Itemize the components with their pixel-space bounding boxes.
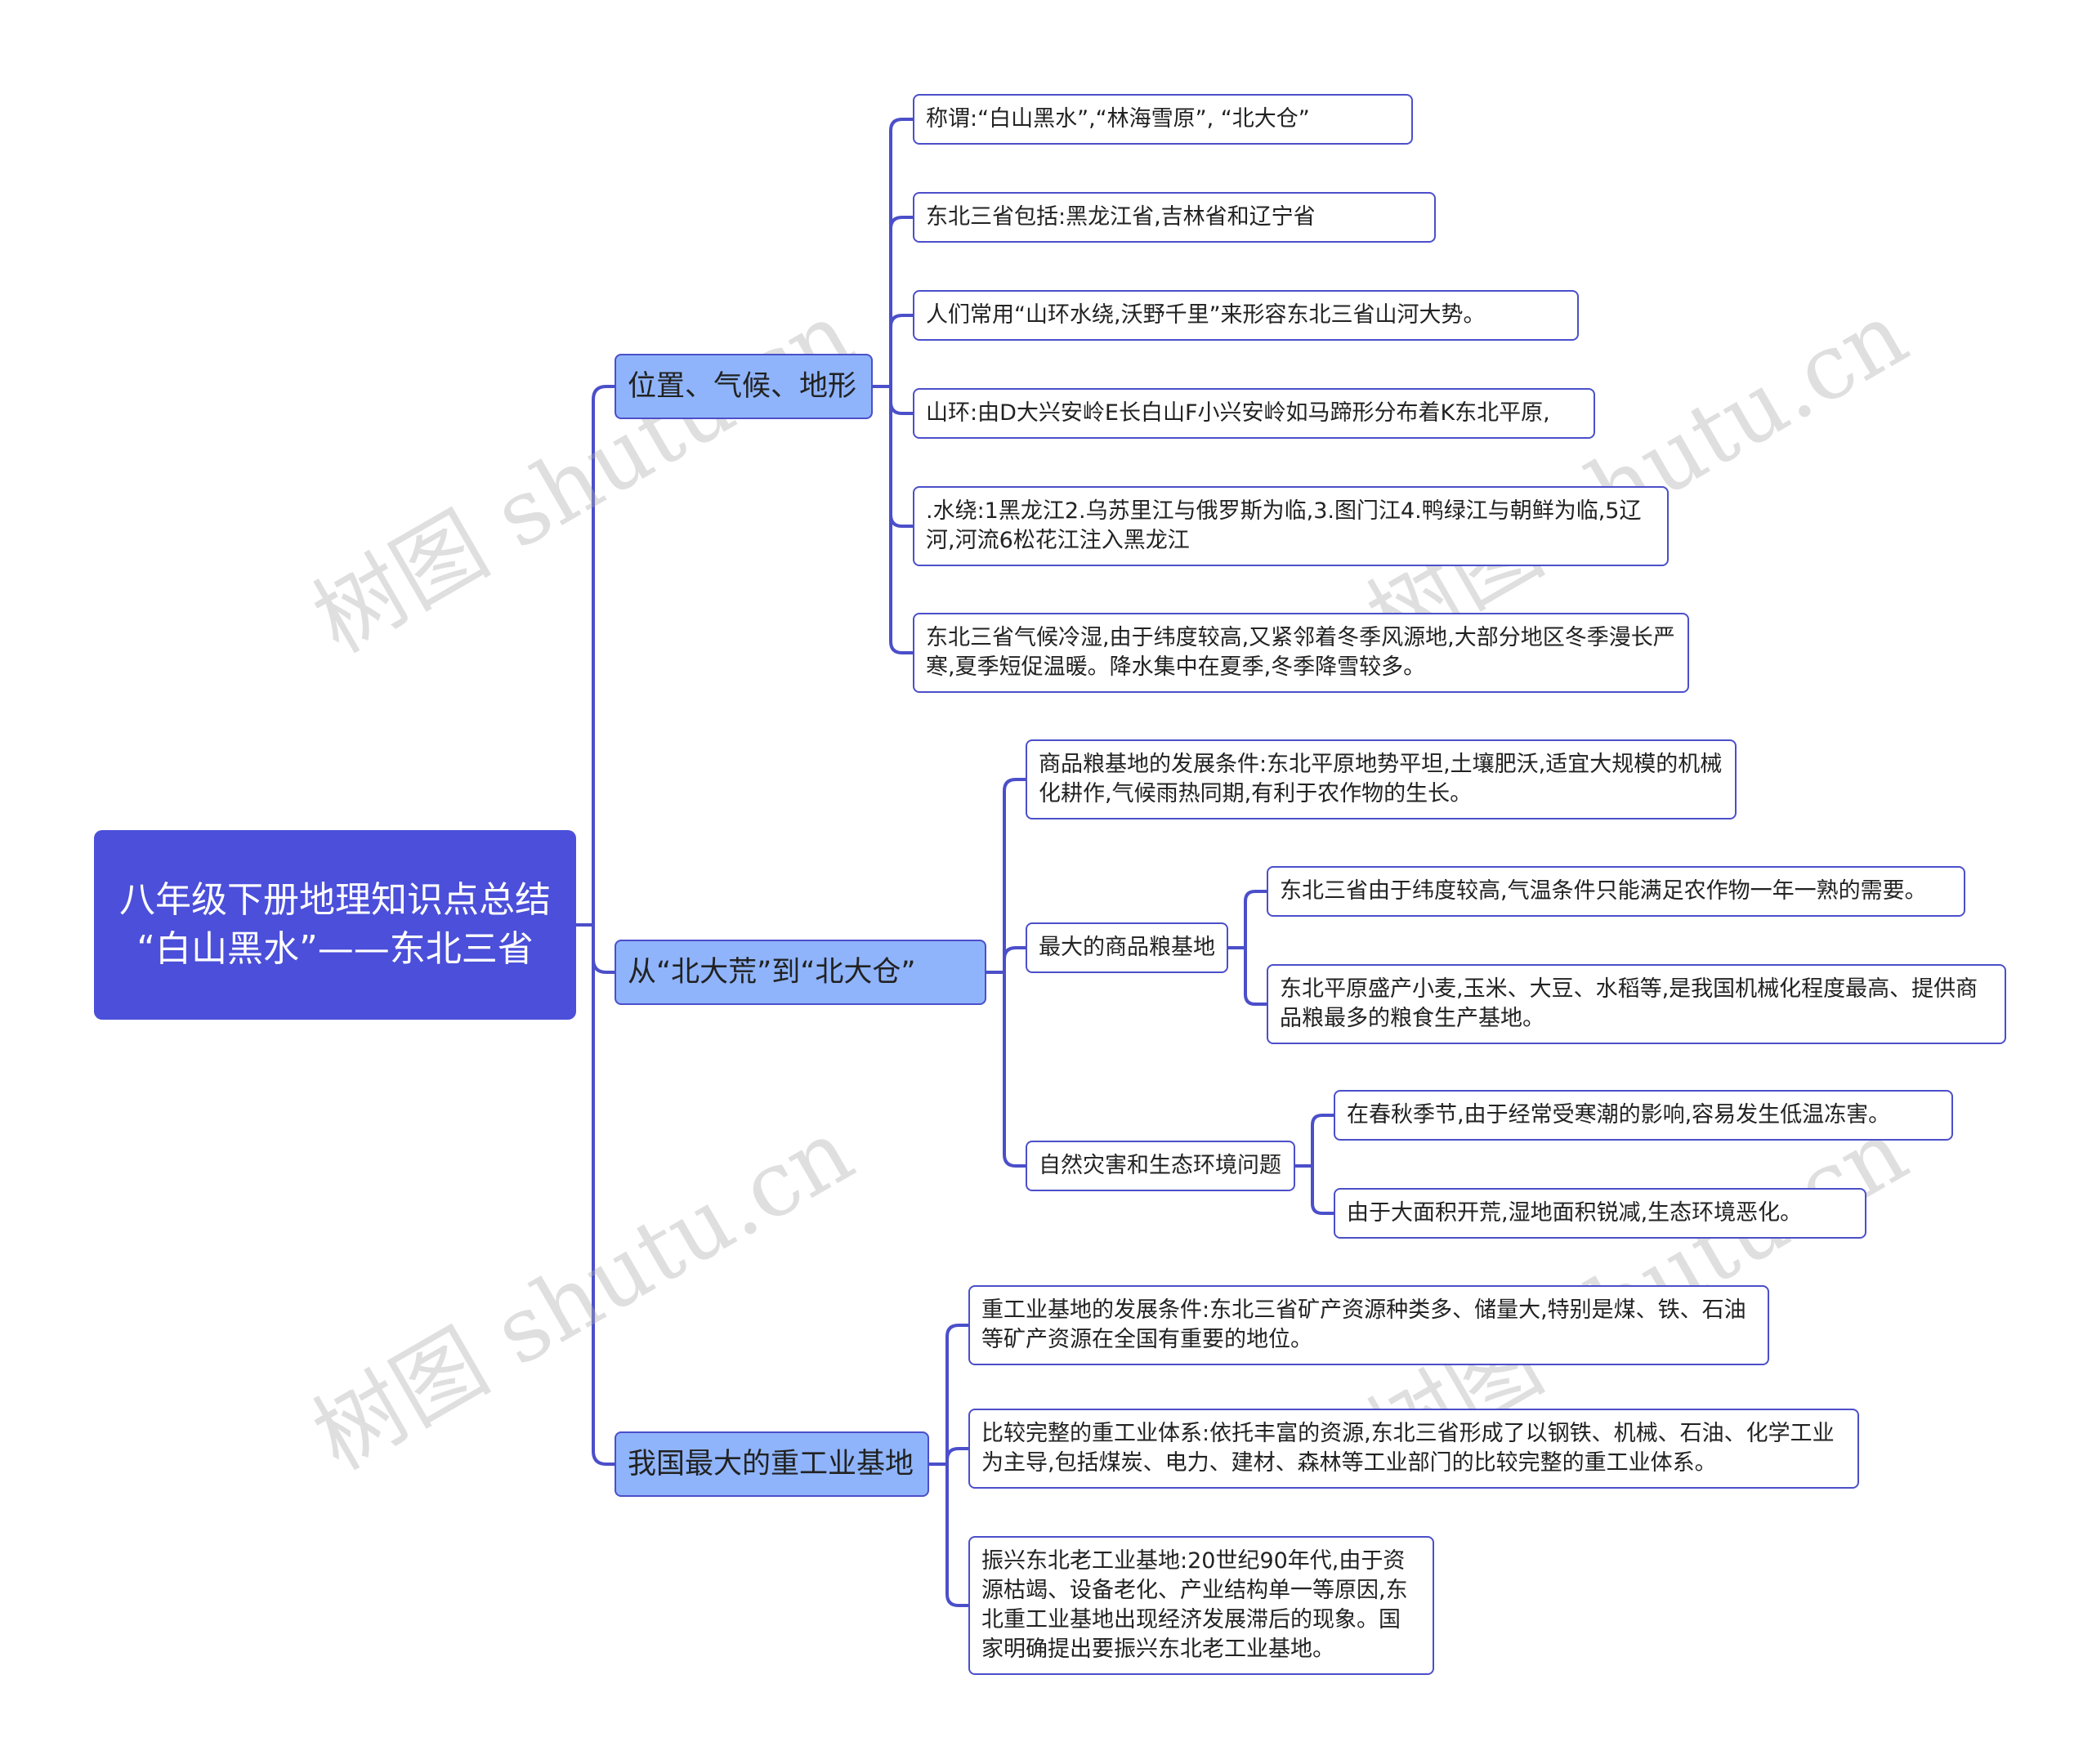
leaf-text: 重工业基地的发展条件:东北三省矿产资源种类多、储量大,特别是煤、铁、石油等矿产资… [981, 1297, 1746, 1352]
connector-path [928, 1324, 970, 1607]
leaf-node[interactable]: 重工业基地的发展条件:东北三省矿产资源种类多、储量大,特别是煤、铁、石油等矿产资… [968, 1285, 1769, 1365]
leaf-text: 在春秋季节,由于经常受寒潮的影响,容易发生低温冻害。 [1347, 1102, 1891, 1128]
leaf-node[interactable]: 东北三省气候冷湿,由于纬度较高,又紧邻着冬季风源地,大部分地区冬季漫长严寒,夏季… [913, 613, 1689, 693]
branch-location-climate-terrain[interactable]: 位置、气候、地形 [615, 354, 873, 419]
leaf-text: 振兴东北老工业基地:20世纪90年代,由于资源枯竭、设备老化、产业结构单一等原因… [981, 1548, 1408, 1662]
leaf-node[interactable]: 东北平原盛产小麦,玉米、大豆、水稻等,是我国机械化程度最高、提供商品粮最多的粮食… [1267, 964, 2006, 1044]
subtopic-disasters-environment[interactable]: 自然灾害和生态环境问题 [1026, 1141, 1295, 1191]
leaf-text: 东北平原盛产小麦,玉米、大豆、水稻等,是我国机械化程度最高、提供商品粮最多的粮食… [1280, 976, 1978, 1031]
leaf-text: 东北三省由于纬度较高,气温条件只能满足农作物一年一熟的需要。 [1280, 878, 1927, 904]
leaf-node[interactable]: 称谓:“白山黑水”,“林海雪原”, “北大仓” [913, 94, 1413, 145]
leaf-node[interactable]: 山环:由D大兴安岭E长白山F小兴安岭如马蹄形分布着K东北平原, [913, 388, 1595, 439]
connector-path [1227, 890, 1268, 1006]
connector-path [985, 778, 1027, 1168]
leaf-node[interactable]: 东北三省由于纬度较高,气温条件只能满足农作物一年一熟的需要。 [1267, 866, 1965, 917]
branch-label: 从“北大荒”到“北大仓” [628, 956, 916, 989]
branch-beidahuang-to-beidacang[interactable]: 从“北大荒”到“北大仓” [615, 940, 986, 1005]
leaf-text: .水绕:1黑龙江2.乌苏里江与俄罗斯为临,3.图门江4.鸭绿江与朝鲜为临,5辽河… [926, 498, 1642, 553]
root-topic-text: 八年级下册地理知识点总结 “白山黑水”——东北三省 [119, 879, 551, 970]
leaf-node[interactable]: 在春秋季节,由于经常受寒潮的影响,容易发生低温冻害。 [1334, 1090, 1953, 1141]
leaf-text: 东北三省气候冷湿,由于纬度较高,又紧邻着冬季风源地,大部分地区冬季漫长严寒,夏季… [926, 625, 1675, 680]
branch-label: 我国最大的重工业基地 [628, 1448, 914, 1480]
leaf-text: 东北三省包括:黑龙江省,吉林省和辽宁省 [926, 204, 1316, 230]
subtopic-text: 最大的商品粮基地 [1039, 935, 1215, 960]
leaf-node[interactable]: 东北三省包括:黑龙江省,吉林省和辽宁省 [913, 192, 1436, 243]
leaf-node[interactable]: 由于大面积开荒,湿地面积锐减,生态环境恶化。 [1334, 1188, 1866, 1239]
leaf-node[interactable]: 商品粮基地的发展条件:东北平原地势平坦,土壤肥沃,适宜大规模的机械化耕作,气候雨… [1026, 739, 1737, 819]
leaf-text: 由于大面积开荒,湿地面积锐减,生态环境恶化。 [1347, 1200, 1803, 1226]
leaf-node[interactable]: .水绕:1黑龙江2.乌苏里江与俄罗斯为临,3.图门江4.鸭绿江与朝鲜为临,5辽河… [913, 486, 1669, 566]
branch-heavy-industry-base[interactable]: 我国最大的重工业基地 [615, 1431, 929, 1497]
connector-path [1294, 1114, 1335, 1215]
root-topic[interactable]: 八年级下册地理知识点总结 “白山黑水”——东北三省 [94, 830, 576, 1020]
leaf-text: 商品粮基地的发展条件:东北平原地势平坦,土壤肥沃,适宜大规模的机械化耕作,气候雨… [1039, 752, 1723, 806]
subtopic-largest-grain-base[interactable]: 最大的商品粮基地 [1026, 922, 1228, 973]
leaf-node[interactable]: 人们常用“山环水绕,沃野千里”来形容东北三省山河大势。 [913, 290, 1579, 341]
leaf-text: 称谓:“白山黑水”,“林海雪原”, “北大仓” [926, 106, 1310, 132]
connector-path [871, 118, 914, 654]
leaf-text: 比较完整的重工业体系:依托丰富的资源,东北三省形成了以钢铁、机械、石油、化学工业… [981, 1421, 1835, 1476]
connector-path [574, 385, 616, 1466]
subtopic-text: 自然灾害和生态环境问题 [1039, 1153, 1281, 1178]
leaf-node[interactable]: 振兴东北老工业基地:20世纪90年代,由于资源枯竭、设备老化、产业结构单一等原因… [968, 1536, 1434, 1675]
leaf-text: 人们常用“山环水绕,沃野千里”来形容东北三省山河大势。 [926, 302, 1486, 328]
branch-label: 位置、气候、地形 [628, 370, 857, 403]
leaf-text: 山环:由D大兴安岭E长白山F小兴安岭如马蹄形分布着K东北平原, [926, 400, 1550, 426]
leaf-node[interactable]: 比较完整的重工业体系:依托丰富的资源,东北三省形成了以钢铁、机械、石油、化学工业… [968, 1409, 1859, 1489]
